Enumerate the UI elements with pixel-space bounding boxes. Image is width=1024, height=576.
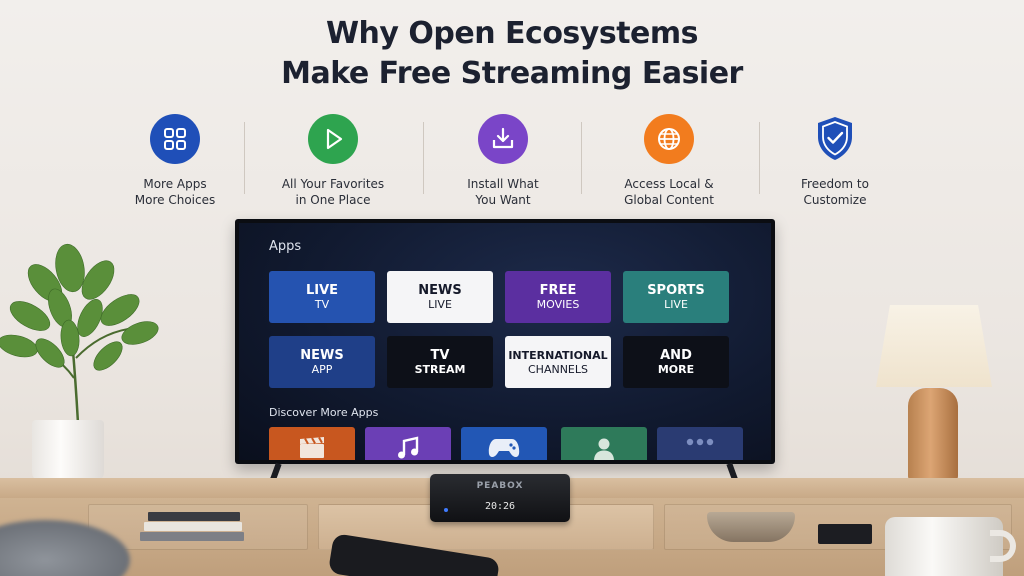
feature-caption-line: Install What xyxy=(467,177,539,191)
television: Apps LIVE TV NEWS LIVE FREE MOVIES SPORT… xyxy=(235,219,775,464)
streaming-box-brand: PEABOX xyxy=(476,481,524,491)
discover-app-games[interactable] xyxy=(461,427,547,460)
divider xyxy=(759,122,760,194)
feature-caption-line: in One Place xyxy=(295,193,371,207)
tile-subtitle: TV xyxy=(314,297,330,311)
decorative-bowl xyxy=(707,512,795,542)
tile-subtitle: LIVE xyxy=(428,297,452,311)
streaming-box-clock: 20:26 xyxy=(484,501,516,512)
clapperboard-icon xyxy=(300,437,324,458)
discover-app-music[interactable] xyxy=(365,427,451,460)
person-icon xyxy=(594,438,614,460)
discover-app-profile[interactable] xyxy=(561,427,647,460)
music-icon xyxy=(398,436,419,459)
download-icon xyxy=(478,114,528,164)
tile-title: TV xyxy=(430,347,450,363)
gamepad-icon xyxy=(488,439,520,457)
lamp-base xyxy=(908,388,958,482)
plant-pot xyxy=(32,420,104,482)
feature-caption: All Your Favorites in One Place xyxy=(244,176,422,208)
feature-caption: Install What You Want xyxy=(414,176,592,208)
feature-caption-line: You Want xyxy=(475,193,531,207)
tile-subtitle: STREAM xyxy=(414,362,466,376)
tile-free-movies[interactable]: FREE MOVIES xyxy=(505,271,611,323)
tile-subtitle: APP xyxy=(311,362,333,376)
more-icon xyxy=(686,438,714,446)
globe-icon xyxy=(644,114,694,164)
feature-caption: Access Local & Global Content xyxy=(580,176,758,208)
discover-heading: Discover More Apps xyxy=(269,406,379,419)
coffee-mug xyxy=(885,517,1003,576)
tv-screen: Apps LIVE TV NEWS LIVE FREE MOVIES SPORT… xyxy=(239,223,771,460)
headline-line-2: Make Free Streaming Easier xyxy=(281,56,743,91)
tile-title: LIVE xyxy=(305,282,339,298)
grid-icon xyxy=(150,114,200,164)
tile-international-channels[interactable]: INTERNATIONAL CHANNELS xyxy=(505,336,611,388)
feature-row: More Apps More Choices All Your Favorite… xyxy=(86,114,924,210)
lamp-shade xyxy=(876,305,992,387)
feature-caption: More Apps More Choices xyxy=(86,176,264,208)
book xyxy=(144,522,242,531)
feature-caption-line: More Apps xyxy=(143,177,207,191)
plant-icon xyxy=(0,243,159,424)
feature-caption: Freedom to Customize xyxy=(746,176,924,208)
feature-caption-line: Access Local & xyxy=(624,177,714,191)
tile-subtitle: LIVE xyxy=(664,297,688,311)
tile-title: NEWS xyxy=(418,282,462,298)
tile-title: FREE xyxy=(539,282,577,298)
book-stack xyxy=(140,512,244,542)
feature-install: Install What You Want xyxy=(414,114,592,208)
feature-caption-line: Freedom to xyxy=(801,177,869,191)
tile-title: SPORTS xyxy=(647,282,705,298)
divider xyxy=(581,122,582,194)
book xyxy=(140,532,244,541)
feature-caption-line: All Your Favorites xyxy=(281,177,385,191)
discover-app-more[interactable] xyxy=(657,427,743,460)
divider xyxy=(244,122,245,194)
apps-heading: Apps xyxy=(269,239,302,254)
tile-sports-live[interactable]: SPORTS LIVE xyxy=(623,271,729,323)
streaming-box: PEABOX 20:26 xyxy=(430,474,570,522)
tile-live-tv[interactable]: LIVE TV xyxy=(269,271,375,323)
book xyxy=(148,512,240,521)
small-device xyxy=(818,524,872,544)
tile-title: AND xyxy=(660,347,692,363)
feature-more-apps: More Apps More Choices xyxy=(86,114,264,208)
feature-caption-line: Customize xyxy=(803,193,867,207)
play-icon xyxy=(308,114,358,164)
discover-app-video[interactable] xyxy=(269,427,355,460)
headline-line-1: Why Open Ecosystems xyxy=(325,16,699,51)
shield-check-icon xyxy=(810,114,860,164)
headline: Why Open Ecosystems Make Free Streaming … xyxy=(0,14,1024,94)
feature-caption-line: More Choices xyxy=(134,193,216,207)
tile-title: NEWS xyxy=(300,347,344,363)
tile-tv-stream[interactable]: TV STREAM xyxy=(387,336,493,388)
divider xyxy=(423,122,424,194)
tile-subtitle: MOVIES xyxy=(536,297,580,311)
mug-handle xyxy=(990,530,1016,562)
tile-and-more[interactable]: AND MORE xyxy=(623,336,729,388)
tile-news-live[interactable]: NEWS LIVE xyxy=(387,271,493,323)
feature-favorites: All Your Favorites in One Place xyxy=(244,114,422,208)
tile-title: INTERNATIONAL xyxy=(508,348,608,362)
feature-customize: Freedom to Customize xyxy=(746,114,924,208)
tile-news-app[interactable]: NEWS APP xyxy=(269,336,375,388)
status-led xyxy=(444,508,448,512)
tile-subtitle: MORE xyxy=(657,362,695,376)
tile-subtitle: CHANNELS xyxy=(528,362,588,376)
feature-global-content: Access Local & Global Content xyxy=(580,114,758,208)
feature-caption-line: Global Content xyxy=(624,193,714,207)
